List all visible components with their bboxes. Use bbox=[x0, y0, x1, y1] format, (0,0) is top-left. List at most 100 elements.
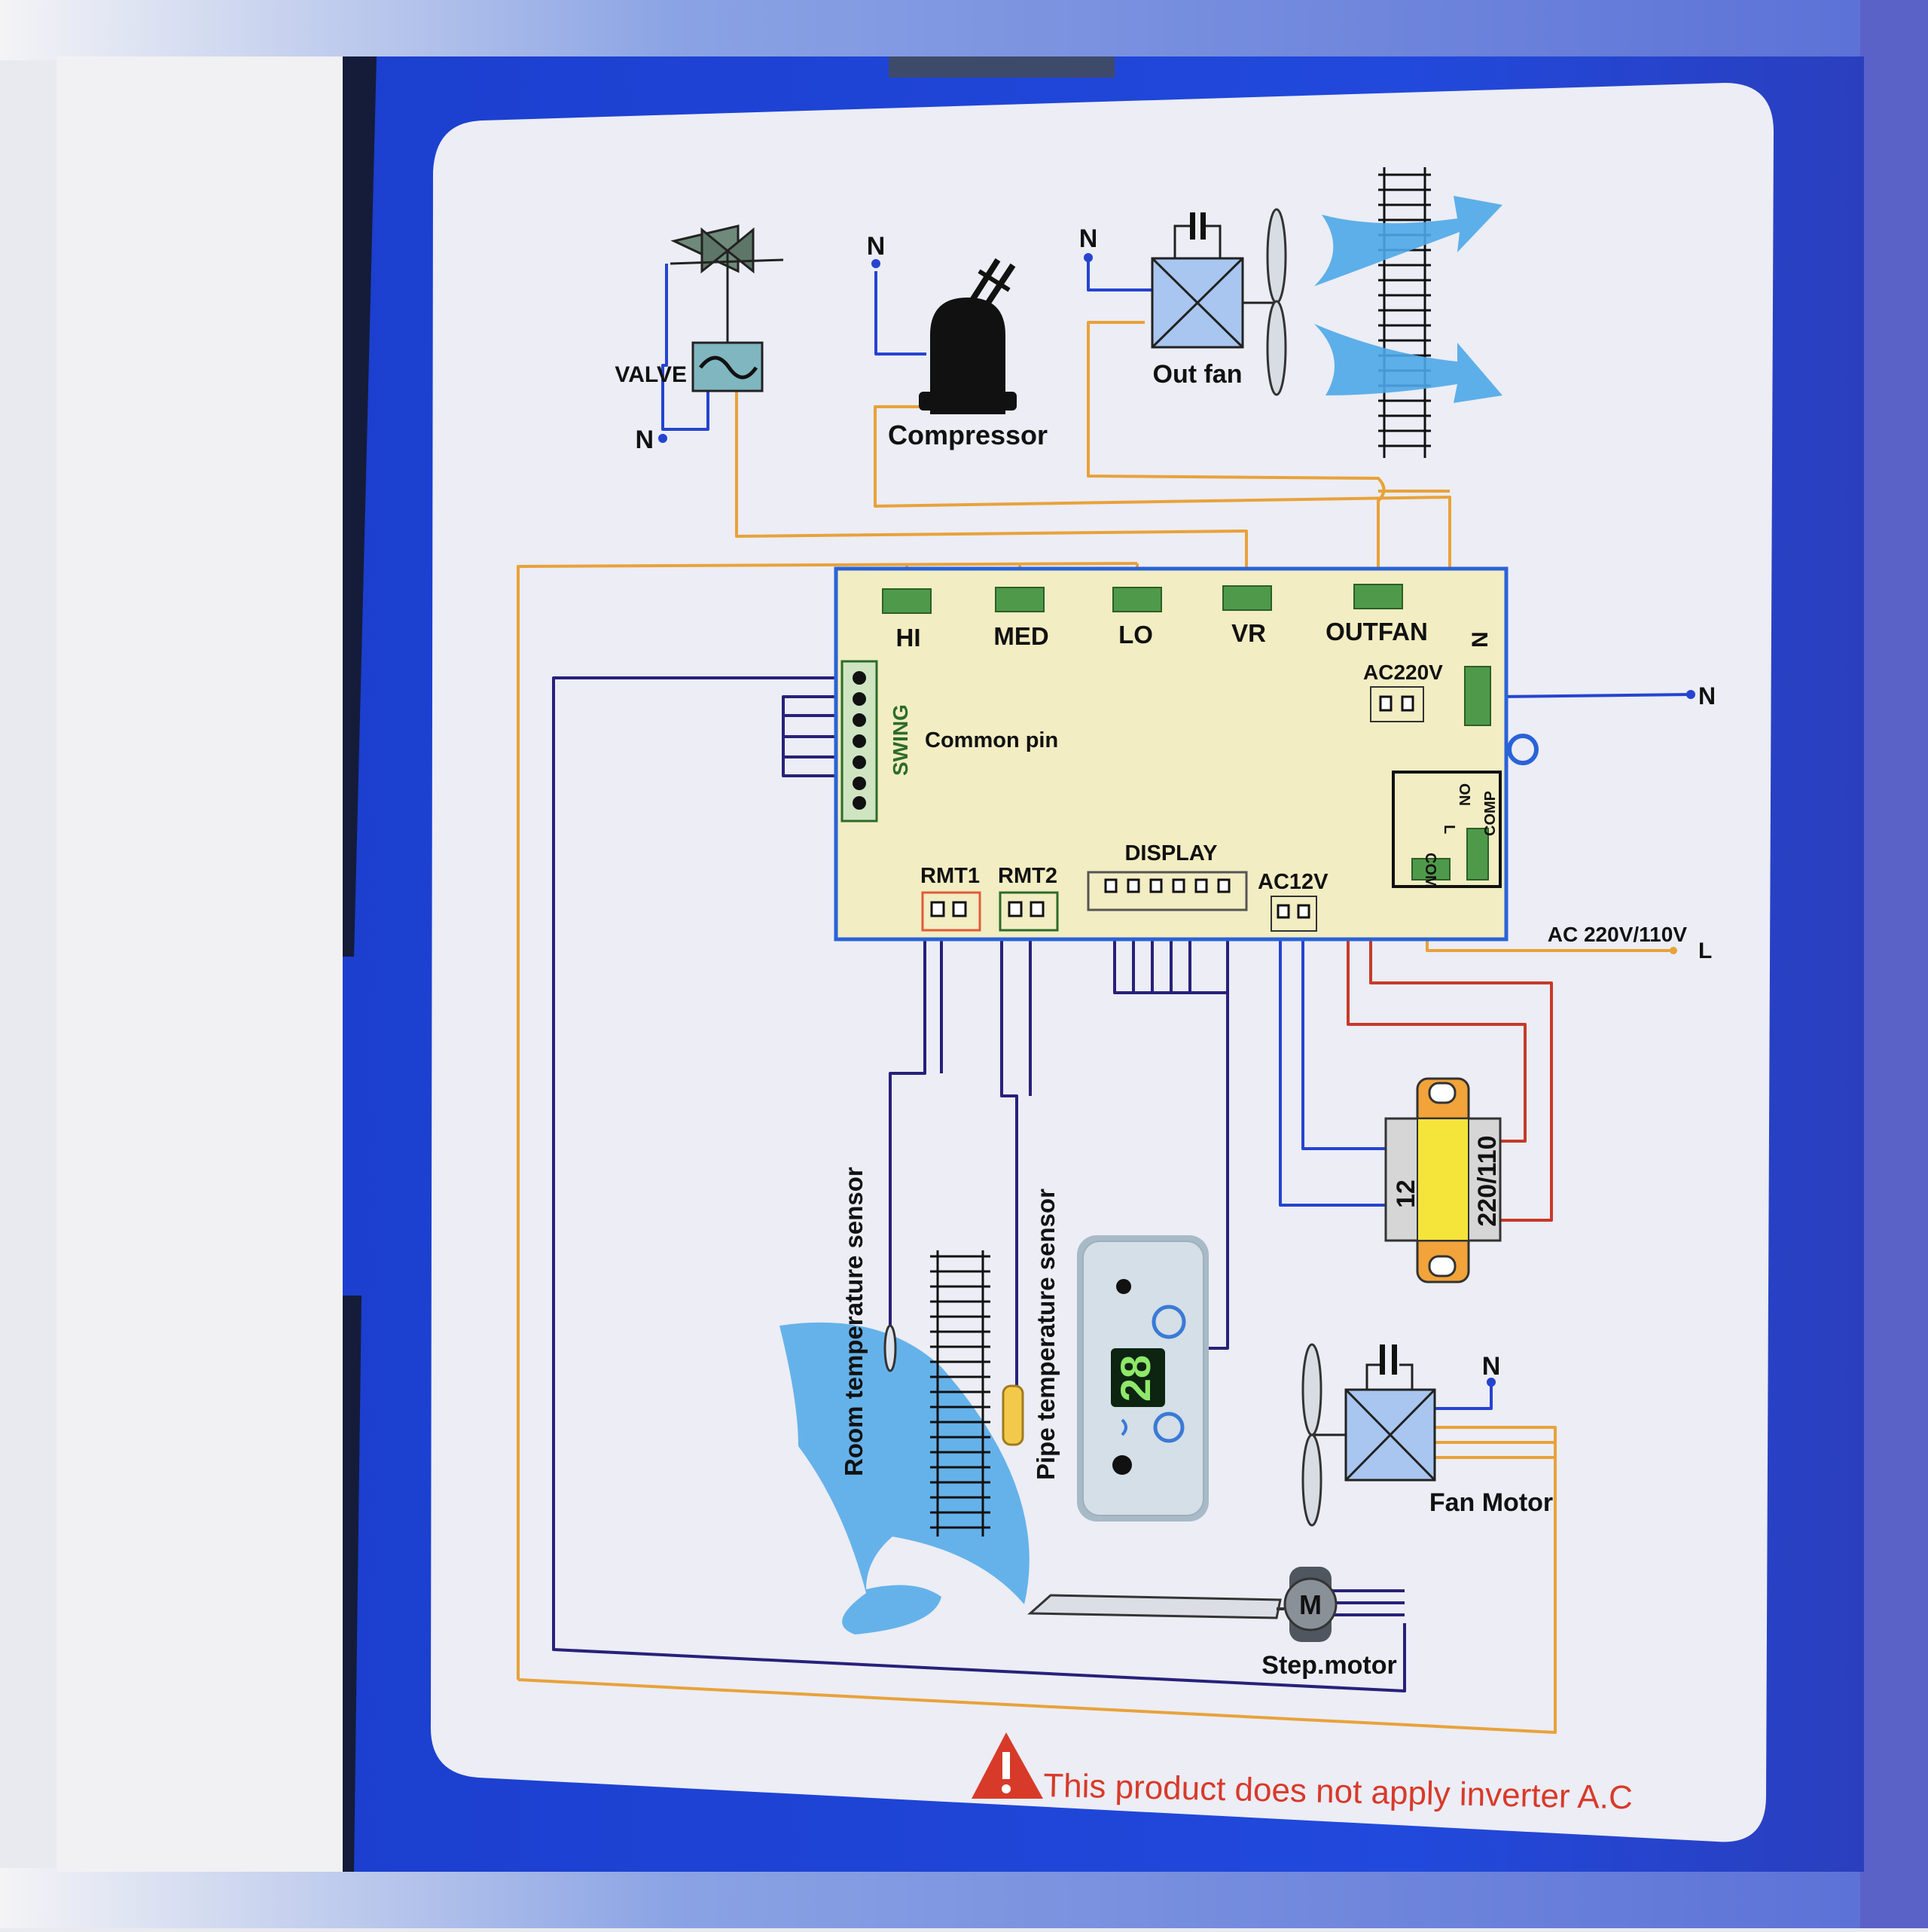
relay-label-vr: VR bbox=[1231, 619, 1266, 647]
relay-label-lo: LO bbox=[1118, 621, 1153, 649]
rmt1-connector bbox=[921, 891, 981, 932]
airflow-evaporator bbox=[779, 1322, 1030, 1634]
display-panel-icon bbox=[1077, 1235, 1209, 1521]
pipe-sensor-probe bbox=[1002, 1384, 1024, 1446]
relay-lo bbox=[1112, 587, 1162, 612]
outfan-n-label: N bbox=[1079, 224, 1098, 253]
wire-step-loop bbox=[552, 676, 1406, 1692]
wire-valve-n bbox=[661, 264, 709, 431]
wire-display-bus bbox=[1113, 896, 1229, 1350]
pipe-sensor-label: Pipe temperature sensor bbox=[1032, 1189, 1060, 1480]
ac220-connector bbox=[1370, 686, 1424, 722]
step-motor-label: Step.motor bbox=[1261, 1651, 1396, 1680]
rmt1-label: RMT1 bbox=[920, 864, 980, 888]
valve-symbol: VALVE bbox=[615, 224, 784, 392]
ac12-label: AC12V bbox=[1258, 870, 1329, 894]
out-fan-label: Out fan bbox=[1153, 360, 1243, 389]
comp-relay-no-terminal bbox=[1466, 828, 1489, 881]
comp-relay-comp-label: COMP bbox=[1482, 791, 1499, 836]
display-readout: 28 bbox=[1112, 1355, 1159, 1402]
wifi-icon bbox=[1121, 1418, 1127, 1436]
comp-relay-com-label: COM bbox=[1422, 853, 1438, 888]
diagram-panel bbox=[430, 83, 1774, 1842]
comp-relay-no-label: NO bbox=[1457, 783, 1474, 806]
relay-outfan bbox=[1353, 584, 1403, 609]
comp-relay-l-label: L bbox=[1441, 825, 1457, 834]
wire-outfan-n bbox=[1087, 256, 1152, 291]
top-blur-band bbox=[0, 0, 1928, 60]
wire-fan-taps bbox=[1435, 1441, 1555, 1459]
out-fan-motor-icon bbox=[1151, 208, 1287, 396]
relay-label-outfan: OUTFAN bbox=[1326, 618, 1428, 646]
evaporator-coil-icon bbox=[930, 1250, 990, 1537]
wire-common-loop bbox=[517, 562, 1138, 1680]
ac220-label: AC220V bbox=[1363, 661, 1443, 684]
relay-vr bbox=[1222, 585, 1272, 611]
wire-outfan bbox=[1087, 321, 1386, 581]
relay-terminals bbox=[882, 584, 1403, 614]
fan-motor-icon bbox=[1301, 1343, 1436, 1527]
room-sensor-probe bbox=[883, 1324, 897, 1372]
main-n-label: N bbox=[1698, 682, 1716, 710]
room-sensor-label: Room temperature sensor bbox=[840, 1167, 868, 1476]
wire-swing-bus bbox=[782, 695, 844, 777]
wire-valve-vr bbox=[735, 377, 1248, 581]
wire-step-taps bbox=[1326, 1589, 1405, 1616]
box-edge-shadow-bottom bbox=[343, 1296, 362, 1872]
compressor-n-terminal bbox=[871, 259, 880, 268]
swing-pins bbox=[853, 671, 866, 810]
wire-ac12 bbox=[1279, 915, 1386, 1207]
fan-motor-label: Fan Motor bbox=[1429, 1488, 1553, 1517]
relay-hi bbox=[882, 588, 932, 614]
rmt2-label: RMT2 bbox=[998, 864, 1057, 888]
fanmotor-n-terminal bbox=[1487, 1378, 1496, 1387]
wire-fanmotor-n bbox=[1435, 1382, 1493, 1410]
relay-med bbox=[995, 587, 1045, 612]
outfan-n-terminal bbox=[1084, 253, 1093, 262]
main-n-terminal bbox=[1686, 690, 1695, 699]
display-connector bbox=[1087, 871, 1248, 911]
mount-hole bbox=[1507, 734, 1539, 765]
sun-icon bbox=[1152, 1305, 1186, 1339]
transformer-icon bbox=[1384, 1077, 1502, 1283]
relay-label-hi: HI bbox=[896, 624, 921, 652]
board-n-label: N bbox=[1468, 631, 1493, 648]
common-pin-label: Common pin bbox=[925, 728, 1058, 752]
airflow-arrow-lower bbox=[1314, 324, 1502, 403]
swing-label: SWING bbox=[889, 704, 912, 776]
comp-relay-com-terminal bbox=[1411, 858, 1451, 881]
right-blur-band bbox=[1860, 0, 1928, 1928]
display-label: DISPLAY bbox=[1124, 841, 1217, 865]
wire-bottom-loop bbox=[517, 1426, 1557, 1734]
bottom-blur-band bbox=[0, 1868, 1928, 1928]
ac12-connector bbox=[1271, 896, 1317, 932]
wire-board-n bbox=[1494, 693, 1692, 698]
compressor-relay bbox=[1392, 771, 1502, 888]
valve-n-label: N bbox=[635, 426, 654, 454]
step-motor-letter: M bbox=[1299, 1589, 1322, 1620]
airflow-arrow-upper bbox=[1314, 196, 1502, 286]
box-edge-shadow-top bbox=[343, 56, 377, 957]
compressor-icon bbox=[919, 258, 1017, 414]
board-n-terminal bbox=[1464, 666, 1491, 726]
transformer-low-label: 12 bbox=[1392, 1180, 1420, 1208]
step-motor-icon bbox=[1027, 1567, 1338, 1642]
line-terminal bbox=[1670, 947, 1677, 954]
valve-n-terminal bbox=[658, 434, 667, 443]
wire-comp-n bbox=[874, 271, 926, 356]
compressor-label: Compressor bbox=[888, 420, 1048, 450]
power-label: AC 220V/110V bbox=[1548, 923, 1688, 946]
tape-strip bbox=[889, 56, 1115, 78]
display-pins bbox=[1104, 878, 1231, 893]
line-label: L bbox=[1698, 939, 1712, 963]
relay-label-med: MED bbox=[993, 622, 1048, 650]
fanmotor-n-label: N bbox=[1482, 1352, 1501, 1381]
compressor-n-label: N bbox=[867, 232, 886, 261]
white-flap bbox=[56, 56, 343, 1872]
rmt2-connector bbox=[999, 891, 1059, 932]
warning-icon bbox=[972, 1732, 1043, 1799]
valve-label: VALVE bbox=[615, 362, 687, 387]
transformer-high-label: 220/110 bbox=[1473, 1135, 1502, 1226]
